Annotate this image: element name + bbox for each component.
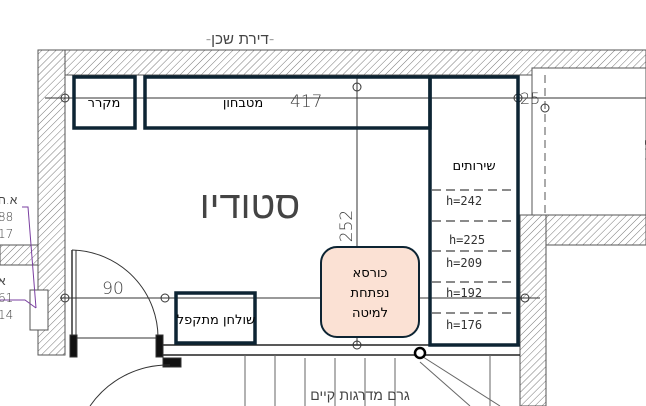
sofa-bed: [320, 246, 420, 338]
right-wall: [519, 214, 547, 406]
right-dimension: 174: [642, 139, 646, 162]
left-wall-notch: [0, 244, 39, 266]
toilet: [428, 75, 520, 347]
sofa-bed-label-line: נפתחת: [351, 286, 390, 301]
annotation-arrow: [22, 206, 37, 309]
left-note: 14: [0, 308, 13, 322]
left-note: א: [0, 274, 6, 288]
folding-table-label: שולחן מתקפל: [177, 313, 255, 328]
height-label: h=209: [446, 256, 482, 270]
door-width: 90: [102, 279, 124, 299]
folding-table: [174, 291, 257, 345]
room-depth: 252: [337, 210, 357, 242]
column-marker: [413, 346, 427, 360]
left-panel: [29, 289, 49, 331]
kitchen-width: 417: [290, 92, 322, 112]
height-label: h=225: [449, 233, 485, 247]
wall-dimension: 25: [520, 89, 540, 108]
fridge-label: מקרר: [88, 96, 121, 111]
sofa-bed-label-line: למיטה: [352, 306, 388, 321]
height-label: h=192: [446, 286, 482, 300]
left-note: א.ח: [0, 193, 18, 207]
left-note: 61: [0, 291, 13, 305]
sofa-bed-label-line: כורסא: [353, 266, 388, 281]
toilet-label: שירותים: [452, 159, 495, 174]
right-wall-horizontal: [545, 214, 646, 246]
walls: [0, 49, 646, 406]
kitchenette-label: מטבחון: [223, 96, 263, 111]
stairs: [244, 354, 501, 406]
left-note: 17: [0, 227, 13, 241]
height-label: h=176: [446, 318, 482, 332]
stairs-label: גרם מדרגות קיים: [310, 388, 410, 404]
kitchenette: [143, 75, 432, 130]
neighbor-label: -דירת שכן-: [206, 30, 274, 48]
toilet-height-lines: [432, 189, 516, 314]
left-note: 88: [0, 210, 13, 224]
right-room: [531, 67, 646, 216]
fridge: [72, 75, 137, 130]
studio-label: סטודיו: [200, 183, 300, 227]
height-label: h=242: [446, 194, 482, 208]
annotation-arrow: [0, 299, 37, 309]
door: [69, 249, 182, 406]
